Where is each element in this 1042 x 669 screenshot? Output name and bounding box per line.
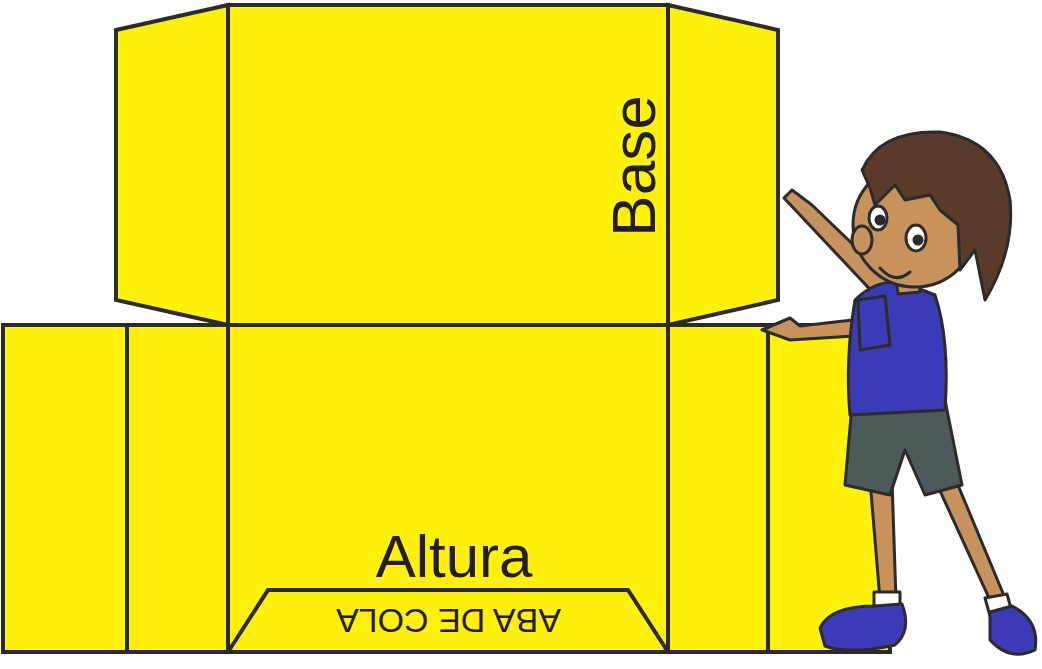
fold-line [125, 325, 129, 652]
glue-tab-shape [228, 590, 668, 652]
base-label: Base [603, 95, 665, 236]
fold-line [226, 325, 230, 652]
glue-tab: ABA DE COLA [228, 590, 668, 652]
base-panel-node: Base [228, 5, 668, 325]
fold-line [666, 325, 670, 652]
height-panel-node: AlturaABA DE COLA [228, 325, 668, 652]
lower-strip [3, 325, 890, 652]
side-flap [668, 5, 778, 325]
height-label: Altura [376, 527, 533, 587]
base-panel [228, 5, 668, 325]
glue-tab-label: ABA DE COLA [336, 604, 561, 638]
fold-line [766, 325, 770, 652]
side-flap [116, 5, 228, 325]
glue-tab-outline [228, 590, 668, 652]
